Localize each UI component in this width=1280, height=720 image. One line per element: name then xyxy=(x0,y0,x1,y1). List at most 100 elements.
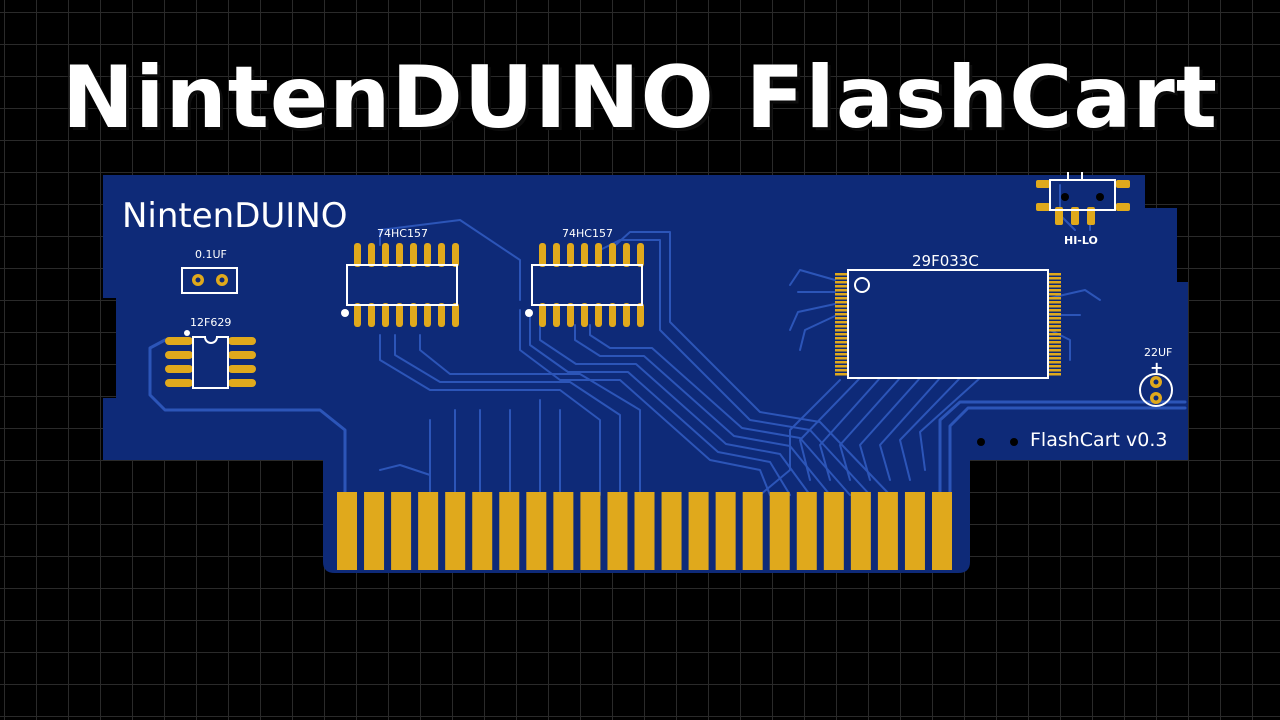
flash-pad xyxy=(835,281,848,284)
ic-pad xyxy=(637,243,644,267)
mux-left-outline xyxy=(346,264,458,306)
ic-pad xyxy=(539,243,546,267)
flash-pad xyxy=(1048,293,1061,296)
flash-pad xyxy=(1048,273,1061,276)
flash-pad xyxy=(835,321,848,324)
ic-pad xyxy=(368,243,375,267)
ic-pad xyxy=(567,243,574,267)
flash-pad xyxy=(835,373,848,376)
flash-pad xyxy=(1048,357,1061,360)
switch-pads xyxy=(1036,180,1130,225)
ic-pad xyxy=(623,303,630,327)
pad-hole xyxy=(195,277,201,283)
flash-pad xyxy=(1048,369,1061,372)
flash-pad xyxy=(1048,337,1061,340)
ic-pad xyxy=(368,303,375,327)
via-dot xyxy=(977,438,985,446)
mux-right-pads xyxy=(539,243,644,327)
edge-finger xyxy=(580,492,601,570)
flash-pad xyxy=(835,353,848,356)
ic-pad xyxy=(396,243,403,267)
switch-hole xyxy=(1096,193,1104,201)
flash-pad xyxy=(835,357,848,360)
flash-pad xyxy=(835,349,848,352)
flash-label: 29F033C xyxy=(912,252,979,270)
mux-left-pads xyxy=(354,243,459,327)
ic-pad xyxy=(623,243,630,267)
ic-pad xyxy=(609,303,616,327)
ic-pad xyxy=(595,243,602,267)
flash-pad xyxy=(835,301,848,304)
mux-right-label: 74HC157 xyxy=(562,227,613,240)
switch-hole xyxy=(1061,193,1069,201)
ic-pad xyxy=(452,303,459,327)
version-label: FlashCart v0.3 xyxy=(1030,429,1167,451)
flash-pad xyxy=(1048,297,1061,300)
edge-finger xyxy=(796,492,817,570)
ic-pad xyxy=(424,303,431,327)
edge-connector xyxy=(337,492,952,570)
flash-pad xyxy=(1048,365,1061,368)
flash-pad xyxy=(1048,341,1061,344)
cap-large-outline xyxy=(1139,373,1173,407)
flash-pad xyxy=(835,309,848,312)
flash-pad xyxy=(835,305,848,308)
flash-pad xyxy=(1048,373,1061,376)
flash-pad xyxy=(1048,313,1061,316)
flash-pad xyxy=(1048,345,1061,348)
flash-pad xyxy=(835,329,848,332)
flash-pad xyxy=(1048,333,1061,336)
cap-small-outline xyxy=(181,267,238,294)
mcu-pads xyxy=(165,337,256,387)
brand-label: NintenDUINO xyxy=(122,196,348,236)
pad-hole xyxy=(219,277,225,283)
edge-finger xyxy=(688,492,709,570)
ic-pad xyxy=(553,243,560,267)
flash-pad xyxy=(1048,321,1061,324)
mux-left-label: 74HC157 xyxy=(377,227,428,240)
flash-pad xyxy=(1048,301,1061,304)
flash-outline xyxy=(847,269,1049,379)
ic-pad xyxy=(410,303,417,327)
edge-finger xyxy=(715,492,736,570)
flash-pads xyxy=(835,273,1061,376)
edge-finger xyxy=(418,492,439,570)
edge-finger xyxy=(634,492,655,570)
flash-pad xyxy=(835,337,848,340)
ic-pad xyxy=(438,303,445,327)
flash-pad xyxy=(835,361,848,364)
flash-pad xyxy=(835,325,848,328)
ic-pad xyxy=(567,303,574,327)
ic-pad xyxy=(396,303,403,327)
pin1-marker xyxy=(184,330,190,336)
edge-finger xyxy=(932,492,952,570)
flash-pad xyxy=(835,333,848,336)
ic-pad xyxy=(438,243,445,267)
pin1-marker xyxy=(525,309,533,317)
ic-pad xyxy=(539,303,546,327)
ic-pad xyxy=(581,243,588,267)
flash-pad xyxy=(835,289,848,292)
edge-finger xyxy=(499,492,520,570)
pcb-substrate xyxy=(103,175,1188,573)
ic-pad xyxy=(609,243,616,267)
edge-finger xyxy=(364,492,385,570)
mcu-outline xyxy=(192,336,229,389)
flash-pad xyxy=(1048,277,1061,280)
ic-pad xyxy=(424,243,431,267)
mcu-label: 12F629 xyxy=(190,316,231,329)
edge-finger xyxy=(607,492,628,570)
flash-pad xyxy=(835,345,848,348)
edge-finger xyxy=(445,492,466,570)
flash-pad xyxy=(1048,285,1061,288)
flash-pin1-marker xyxy=(854,277,870,293)
ic-pad xyxy=(637,303,644,327)
flash-pad xyxy=(1048,309,1061,312)
edge-finger xyxy=(526,492,547,570)
flash-pad xyxy=(1048,349,1061,352)
cap-large-label: 22UF xyxy=(1144,346,1172,359)
edge-finger xyxy=(850,492,871,570)
edge-finger xyxy=(823,492,844,570)
flash-pad xyxy=(835,341,848,344)
ic-pad xyxy=(581,303,588,327)
